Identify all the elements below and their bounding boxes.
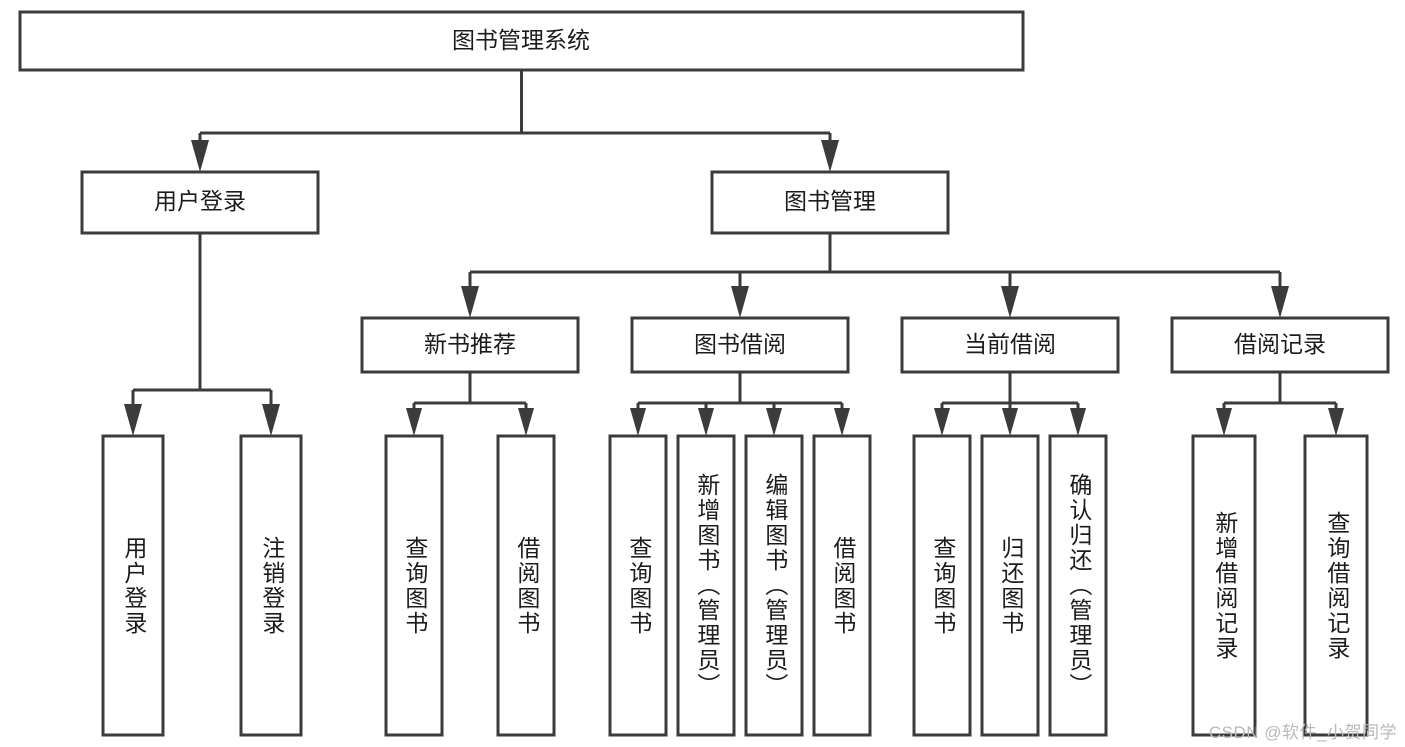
node-box-newbook[interactable] — [360, 316, 580, 374]
node-label-newbook: 新书推荐 — [424, 331, 516, 357]
node-login[interactable]: 用户登录 — [80, 170, 320, 235]
node-box-bookmgmt[interactable] — [710, 170, 950, 235]
connector-group-bookmgmt — [461, 233, 1289, 318]
arrow-head-borrow — [731, 286, 749, 318]
node-current[interactable]: 当前借阅 — [900, 316, 1120, 374]
arrow-head-login — [191, 140, 209, 172]
arrow-head-leaf-12 — [1216, 408, 1232, 436]
node-label-bookmgmt: 图书管理 — [784, 188, 876, 214]
arrow-head-leaf-4 — [518, 408, 534, 436]
node-box-records[interactable] — [1170, 316, 1390, 374]
arrow-head-leaf-13 — [1328, 408, 1344, 436]
connector-group-current — [934, 372, 1086, 436]
arrow-head-current — [1001, 286, 1019, 318]
node-records[interactable]: 借阅记录 — [1170, 316, 1390, 374]
arrow-head-leaf-11 — [1070, 408, 1086, 436]
node-box-leaf-13[interactable] — [1303, 434, 1369, 737]
arrow-head-leaf-7 — [766, 408, 782, 436]
connector-group-newbook — [406, 372, 534, 436]
arrow-head-leaf-10 — [1002, 408, 1018, 436]
arrow-head-leaf-6 — [698, 408, 714, 436]
node-label-borrow: 图书借阅 — [694, 331, 786, 357]
node-box-root[interactable] — [18, 10, 1025, 72]
arrow-head-leaf-3 — [406, 408, 422, 436]
arrow-head-leaf-1 — [124, 404, 142, 436]
node-label-records: 借阅记录 — [1234, 331, 1326, 357]
node-box-leaf-8[interactable] — [812, 434, 872, 737]
node-label-current: 当前借阅 — [964, 331, 1056, 357]
connector-group-login — [124, 233, 280, 436]
arrow-head-leaf-2 — [262, 404, 280, 436]
arrow-head-leaf-5 — [630, 408, 646, 436]
node-box-leaf-4[interactable] — [496, 434, 556, 737]
node-box-leaf-6[interactable] — [676, 434, 736, 737]
node-borrow[interactable]: 图书借阅 — [630, 316, 850, 374]
node-box-borrow[interactable] — [630, 316, 850, 374]
node-label-login: 用户登录 — [154, 188, 246, 214]
node-box-current[interactable] — [900, 316, 1120, 374]
node-box-leaf-2[interactable] — [239, 434, 303, 737]
node-box-leaf-7[interactable] — [744, 434, 804, 737]
node-root[interactable]: 图书管理系统 — [18, 10, 1025, 72]
node-box-leaf-12[interactable] — [1191, 434, 1257, 737]
leaf-box-group — [101, 434, 1369, 737]
arrow-head-newbook — [461, 286, 479, 318]
arrow-head-bookmgmt — [821, 140, 839, 172]
node-label-root: 图书管理系统 — [452, 27, 590, 53]
connector-group-records — [1216, 372, 1344, 436]
arrow-head-leaf-9 — [934, 408, 950, 436]
node-box-leaf-9[interactable] — [912, 434, 972, 737]
node-box-login[interactable] — [80, 170, 320, 235]
connector-group-borrow — [630, 372, 850, 436]
connector-group-root — [191, 70, 839, 172]
node-bookmgmt[interactable]: 图书管理 — [710, 170, 950, 235]
node-box-leaf-10[interactable] — [980, 434, 1040, 737]
watermark-text: CSDN @软件_小贺同学 — [1208, 723, 1397, 742]
node-box-leaf-5[interactable] — [608, 434, 668, 737]
node-newbook[interactable]: 新书推荐 — [360, 316, 580, 374]
node-box-leaf-11[interactable] — [1048, 434, 1108, 737]
arrow-head-records — [1271, 286, 1289, 318]
arrow-head-leaf-8 — [834, 408, 850, 436]
node-box-leaf-3[interactable] — [384, 434, 444, 737]
node-box-leaf-1[interactable] — [101, 434, 165, 737]
